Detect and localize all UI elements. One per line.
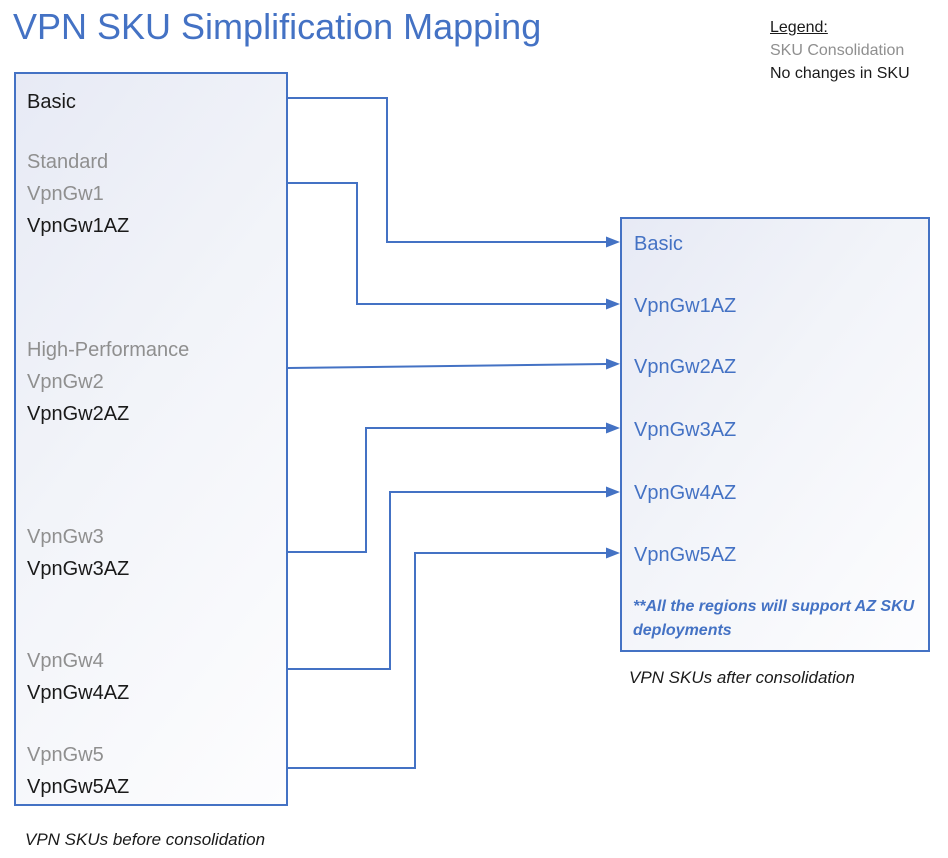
target-sku-basic: Basic bbox=[634, 233, 683, 255]
sku-basic: Basic bbox=[27, 91, 76, 113]
sku-vpngw2: VpnGw2 bbox=[27, 371, 104, 393]
sku-vpngw1az: VpnGw1AZ bbox=[27, 215, 130, 237]
legend: Legend: SKU Consolidation No changes in … bbox=[770, 16, 910, 85]
target-sku-vpngw3az: VpnGw3AZ bbox=[634, 419, 737, 441]
sku-vpngw4az: VpnGw4AZ bbox=[27, 682, 130, 704]
sku-high-performance: High-Performance bbox=[27, 339, 190, 361]
legend-item-sku-consolidation: SKU Consolidation bbox=[770, 42, 905, 59]
connector-to-vpngw4az bbox=[288, 486, 620, 670]
connector-to-vpngw1az bbox=[288, 182, 620, 310]
page-title: VPN SKU Simplification Mapping bbox=[13, 6, 542, 47]
after-consolidation-box: Basic VpnGw1AZ VpnGw2AZ VpnGw3AZ VpnGw4A… bbox=[620, 217, 930, 652]
legend-heading: Legend: bbox=[770, 19, 828, 36]
connector-to-vpngw3az bbox=[288, 422, 620, 553]
target-sku-vpngw5az: VpnGw5AZ bbox=[634, 544, 737, 566]
target-sku-vpngw4az: VpnGw4AZ bbox=[634, 482, 737, 504]
sku-vpngw2az: VpnGw2AZ bbox=[27, 403, 130, 425]
az-support-note: **All the regions will support AZ SKU de… bbox=[633, 598, 915, 639]
sku-vpngw3: VpnGw3 bbox=[27, 526, 104, 548]
legend-item-no-changes: No changes in SKU bbox=[770, 65, 910, 82]
sku-standard: Standard bbox=[27, 151, 109, 173]
target-sku-vpngw1az: VpnGw1AZ bbox=[634, 295, 737, 317]
connector-to-vpngw5az bbox=[288, 547, 620, 769]
before-box-caption: VPN SKUs before consolidation bbox=[25, 830, 266, 849]
sku-vpngw5az: VpnGw5AZ bbox=[27, 776, 130, 798]
sku-vpngw5: VpnGw5 bbox=[27, 744, 104, 766]
after-box-caption: VPN SKUs after consolidation bbox=[629, 668, 855, 687]
connector-to-vpngw2az bbox=[287, 358, 620, 370]
target-sku-vpngw2az: VpnGw2AZ bbox=[634, 356, 737, 378]
sku-vpngw4: VpnGw4 bbox=[27, 650, 104, 672]
before-consolidation-box: Basic Standard VpnGw1 VpnGw1AZ High-Perf… bbox=[14, 72, 288, 806]
sku-vpngw3az: VpnGw3AZ bbox=[27, 558, 130, 580]
connector-to-basic bbox=[288, 97, 620, 248]
sku-vpngw1: VpnGw1 bbox=[27, 183, 104, 205]
